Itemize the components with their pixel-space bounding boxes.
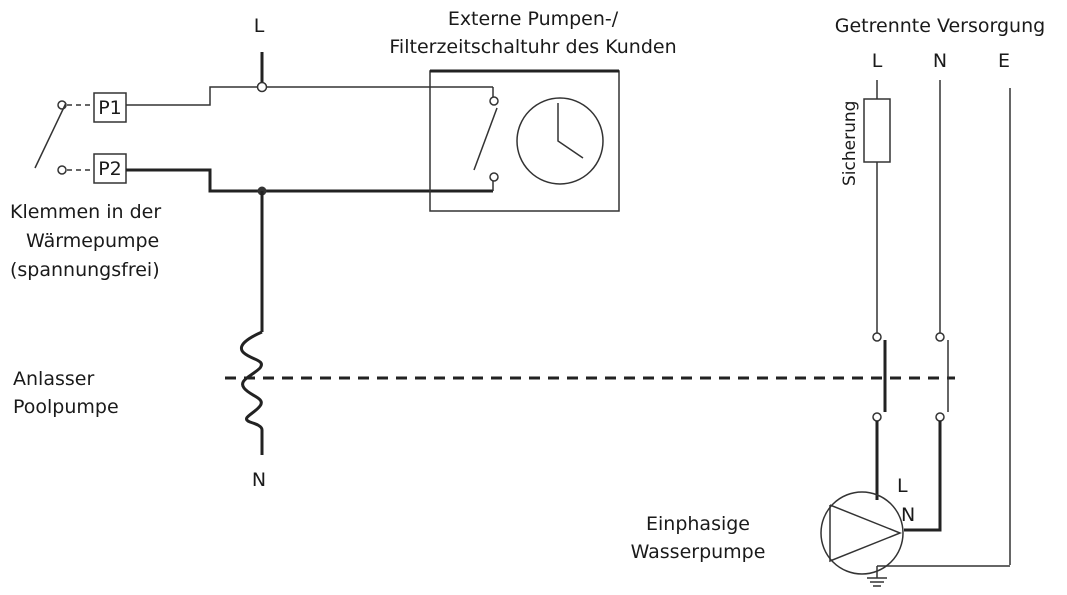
fuse-icon <box>863 98 891 163</box>
terminals-label-line3: (spannungsfrei) <box>10 259 160 281</box>
supply-n-label: N <box>933 50 947 72</box>
terminal-p2: P2 <box>93 153 127 184</box>
pump-l-label: L <box>897 475 908 497</box>
main-n-label: N <box>252 469 266 491</box>
terminal-p1-label: P1 <box>98 97 122 119</box>
switch-icon <box>473 107 498 171</box>
supply-l-label: L <box>872 50 883 72</box>
starter-label-line1: Anlasser <box>13 368 94 390</box>
terminal-p1: P1 <box>93 92 127 123</box>
coil-icon <box>239 330 264 431</box>
timer-title-line1: Externe Pumpen-/ <box>448 8 619 30</box>
pump-label-line2: Wasserpumpe <box>631 541 766 563</box>
starter-label-line2: Poolpumpe <box>13 396 119 418</box>
supply-title: Getrennte Versorgung <box>835 15 1045 37</box>
customer-timer <box>429 69 620 212</box>
pump-label-line1: Einphasige <box>646 513 750 535</box>
timer-title-line2: Filterzeitschaltuhr des Kunden <box>389 36 676 58</box>
pump-n-label: N <box>901 504 915 526</box>
supply-e-label: E <box>998 50 1010 72</box>
main-l-label: L <box>254 15 265 37</box>
pump-icon <box>820 491 904 575</box>
terminals-label-line2: Wärmepumpe <box>26 230 159 252</box>
fuse-label: Sicherung <box>840 101 860 186</box>
terminal-p2-label: P2 <box>98 158 122 180</box>
switch-icon <box>34 102 67 169</box>
clock-icon <box>516 97 604 185</box>
ground-icon <box>867 566 887 587</box>
terminals-label-line1: Klemmen in der <box>10 201 161 223</box>
